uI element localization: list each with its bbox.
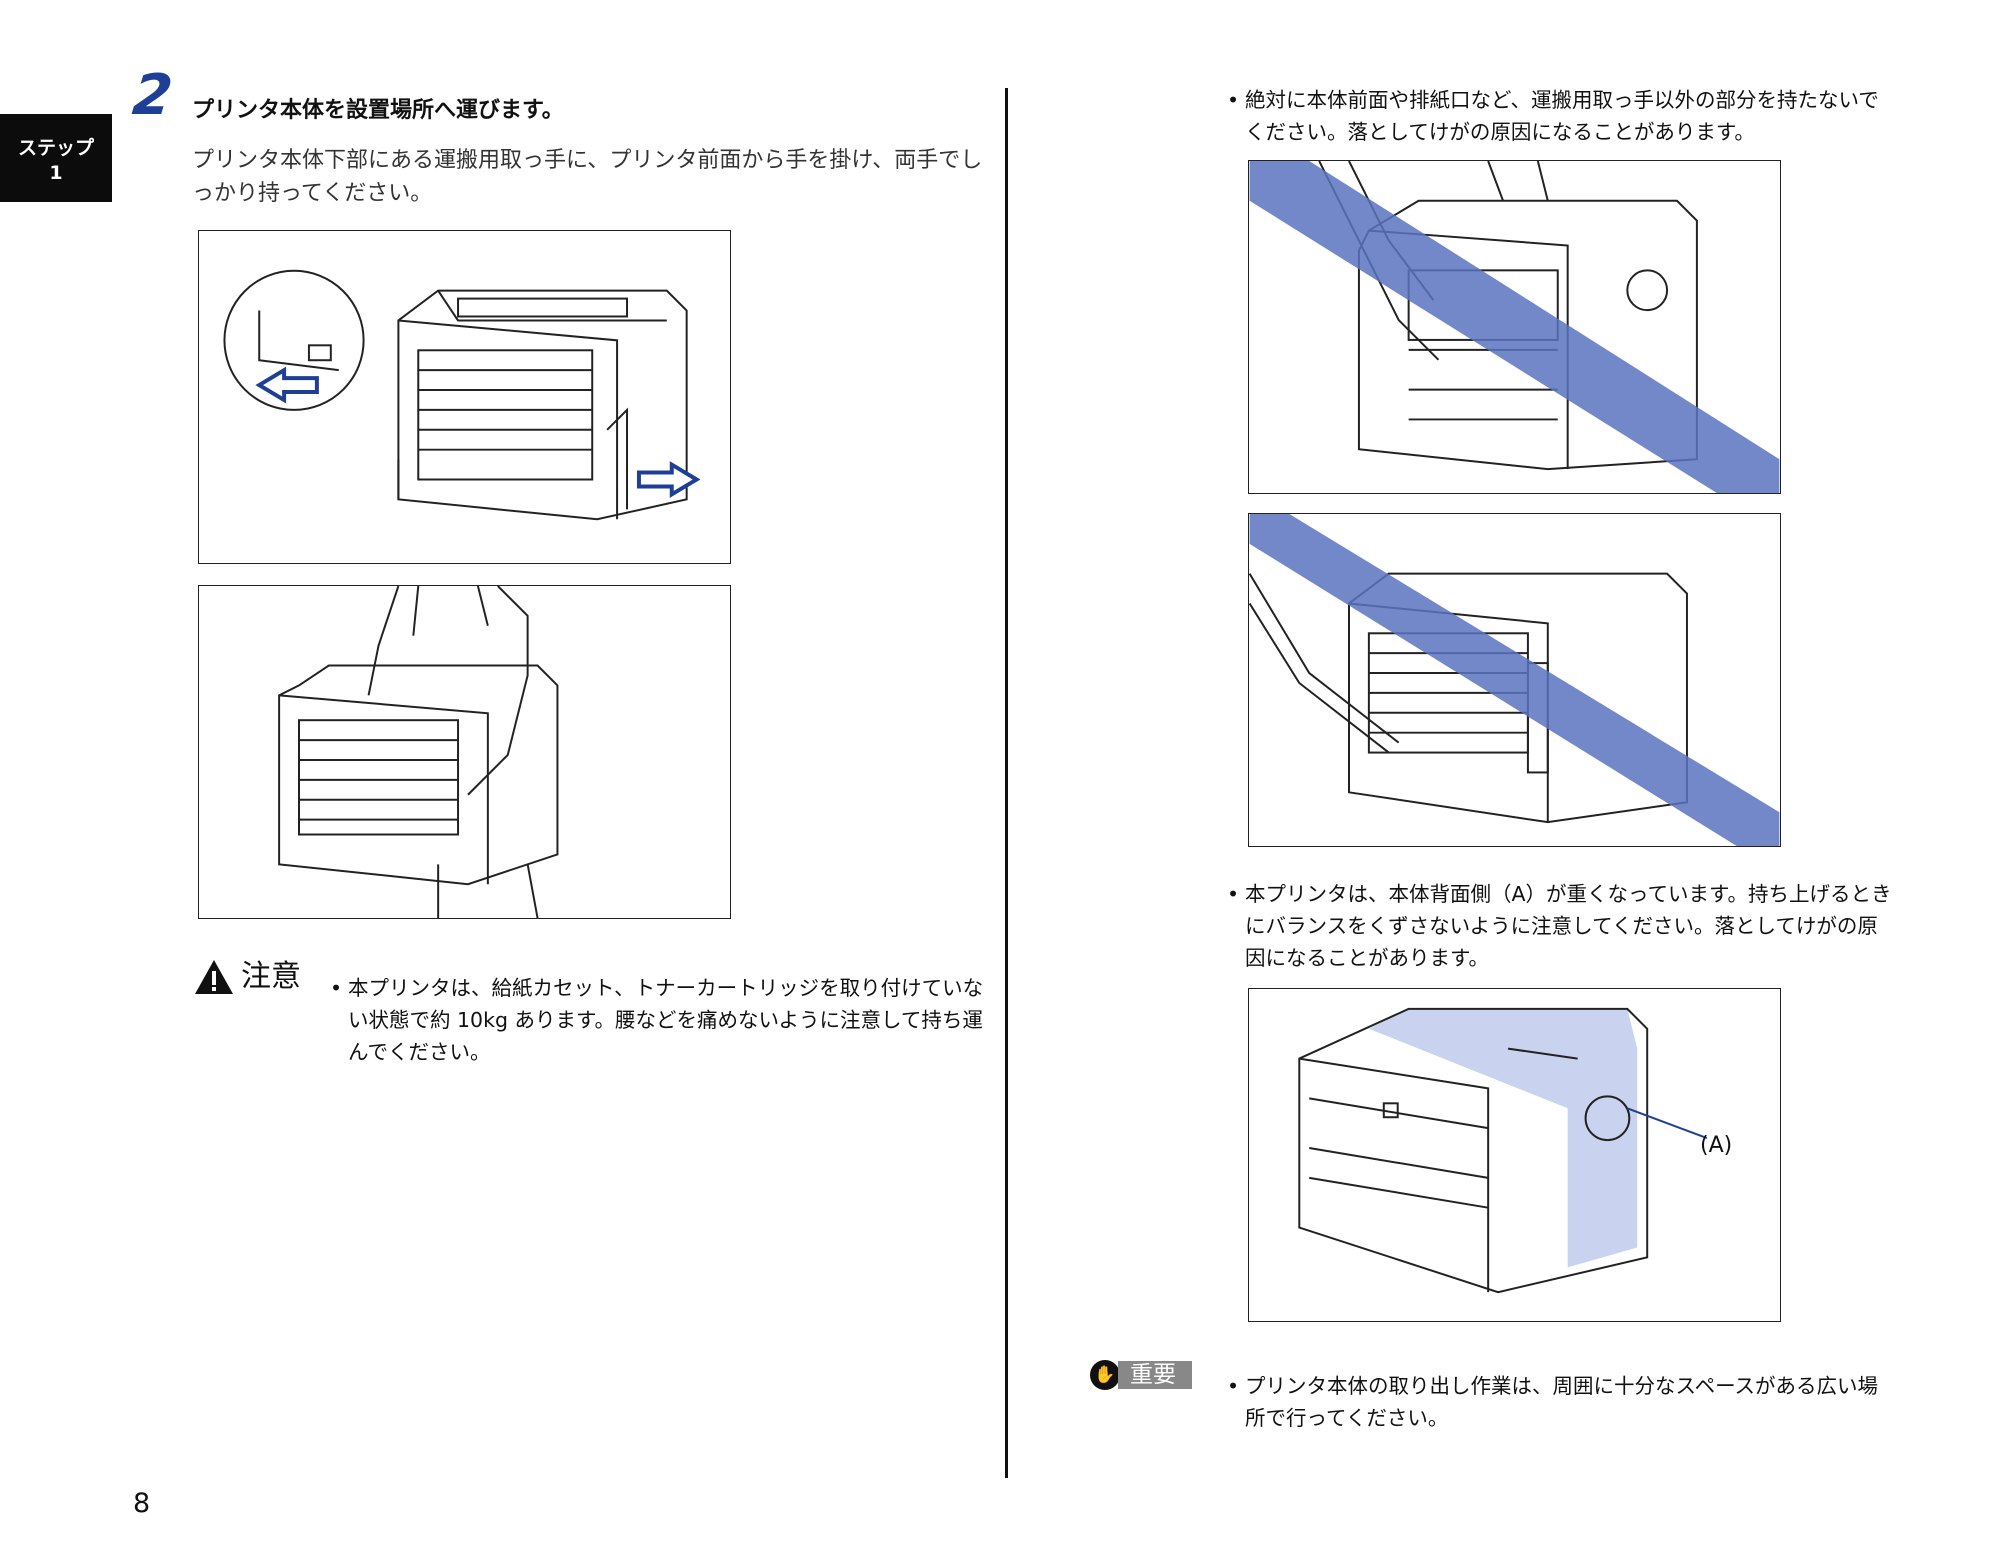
page-number: 8 [133, 1488, 151, 1519]
figure-handle-location [198, 230, 731, 564]
hand-stop-icon: ✋ [1090, 1360, 1120, 1390]
bullet-dot: • [1227, 882, 1240, 906]
printer-rear-illustration [223, 269, 701, 521]
printer-heavy-side-illustration [1298, 1007, 1708, 1294]
warning-bullet-1: • 絶対に本体前面や排紙口など、運搬用取っ手以外の部分を持たないでください。落と… [1227, 84, 1895, 148]
important-text-content: プリンタ本体の取り出し作業は、周囲に十分なスペースがある広い場所で行ってください… [1245, 1374, 1879, 1430]
caution-label-text: 注意 [241, 959, 301, 994]
wrong-hold-rear-illustration [1249, 514, 1780, 846]
step-side-tab: ステップ 1 [0, 114, 112, 202]
person-carrying-illustration [278, 586, 559, 918]
side-tab-label: ステップ [17, 137, 94, 159]
bullet-dot: • [1227, 88, 1240, 112]
column-divider [1005, 88, 1008, 1478]
warning-bullet-2-text: 本プリンタは、本体背面側（A）が重くなっています。持ち上げるときにバランスをくず… [1245, 882, 1892, 970]
strike-band [1249, 161, 1780, 493]
caution-text-content: 本プリンタは、給紙カセット、トナーカートリッジを取り付けていない状態で約 10k… [348, 976, 984, 1064]
figure-wrong-hold-front [1248, 160, 1781, 494]
side-tab-number: 1 [49, 162, 63, 184]
important-label-text: 重要 [1118, 1361, 1192, 1389]
warning-triangle-icon [195, 960, 233, 994]
step-description: プリンタ本体下部にある運搬用取っ手に、プリンタ前面から手を掛け、両手でしっかり持… [192, 148, 983, 206]
caution-label: 注意 [193, 958, 301, 996]
caution-text: • 本プリンタは、給紙カセット、トナーカートリッジを取り付けていない状態で約 1… [330, 972, 996, 1068]
figure-heavy-side [1248, 988, 1781, 1322]
warning-bullet-2: • 本プリンタは、本体背面側（A）が重くなっています。持ち上げるときにバランスを… [1227, 878, 1895, 974]
caution-bullet: • [330, 976, 343, 1000]
figure-label-a: (A) [1700, 1133, 1733, 1158]
arrow-icon [255, 366, 701, 498]
important-label: ✋ 重要 [1090, 1360, 1192, 1390]
step-number: 2 [129, 63, 176, 128]
callout-line [1626, 1107, 1708, 1140]
wrong-hold-front-illustration [1249, 161, 1780, 493]
step-title: プリンタ本体を設置場所へ運びます。 [192, 98, 564, 123]
strike-band [1249, 514, 1780, 846]
important-text: • プリンタ本体の取り出し作業は、周囲に十分なスペースがある広い場所で行ってくだ… [1227, 1370, 1895, 1434]
figure-wrong-hold-rear [1248, 513, 1781, 847]
bullet-dot: • [1227, 1374, 1240, 1398]
figure-carrying [198, 585, 731, 919]
warning-bullet-1-text: 絶対に本体前面や排紙口など、運搬用取っ手以外の部分を持たないでください。落として… [1245, 88, 1879, 144]
